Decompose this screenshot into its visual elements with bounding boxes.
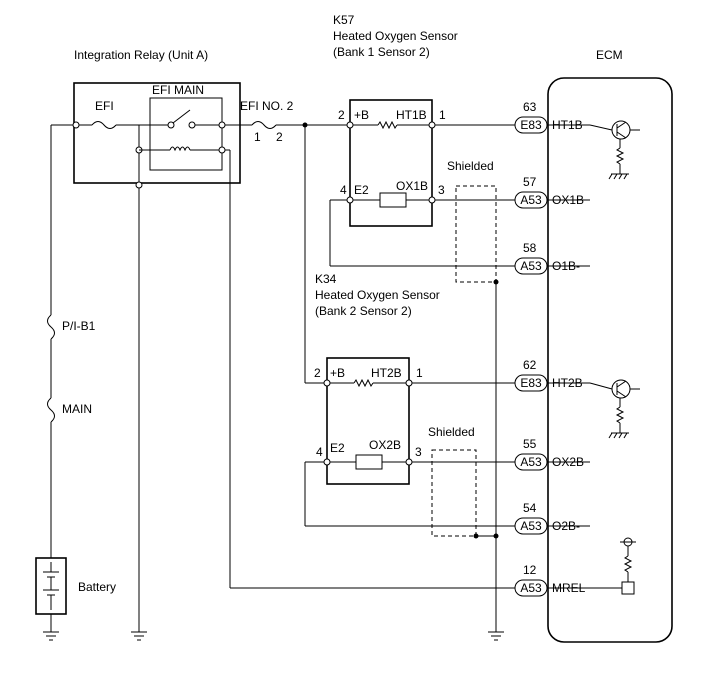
ecm-connector-code: E83 — [520, 376, 542, 390]
sensor1-element — [379, 192, 407, 208]
k34-sub: (Bank 2 Sensor 2) — [315, 304, 412, 318]
efi-label: EFI — [95, 99, 114, 113]
battery-icon — [43, 562, 59, 610]
ecm-terminal-pin: 63 — [523, 100, 537, 114]
sensor2-element — [355, 454, 383, 470]
relay-coil — [169, 146, 191, 152]
sensor1-pin-ht: 1 — [439, 108, 446, 122]
ecm-title: ECM — [596, 48, 623, 62]
sensor2-signal-label: OX2B — [369, 438, 401, 452]
sensor1-heater-resistor — [377, 120, 398, 130]
ground-icon — [43, 631, 59, 641]
ecm-terminal-name: O2B- — [552, 519, 580, 533]
ecm-connector-code: A53 — [520, 581, 542, 595]
sensor2-heater-resistor — [353, 378, 374, 388]
ecm-terminal-name: OX2B — [552, 455, 584, 469]
efi-no2-fuse — [251, 121, 277, 129]
ecm-terminal-name: HT2B — [552, 376, 583, 390]
ecm-connector-badge — [514, 453, 548, 471]
ecm-connector-code: A53 — [520, 519, 542, 533]
k57-name: Heated Oxygen Sensor — [333, 29, 458, 43]
pib1-fuse — [47, 314, 55, 340]
efi-main-label: EFI MAIN — [152, 83, 204, 97]
ground-icon — [488, 631, 504, 641]
ecm-connector-badge — [514, 579, 548, 597]
ecm-terminal-name: OX1B — [552, 193, 584, 207]
transistor-icon — [589, 120, 640, 180]
battery-label: Battery — [78, 580, 116, 594]
ecm-connector-badge — [514, 257, 548, 275]
ecm-connector-code: E83 — [520, 118, 542, 132]
sensor2-pin-ox: 3 — [415, 445, 422, 459]
ecm-connector-code: A53 — [520, 259, 542, 273]
efi-fuse — [91, 121, 117, 129]
sensor1-box — [349, 99, 433, 227]
ecm-connector-code: A53 — [520, 455, 542, 469]
ecm-terminal-pin: 12 — [523, 563, 537, 577]
shielded-1-label: Shielded — [447, 159, 494, 173]
sensor2-box — [326, 357, 410, 485]
transistor-icon — [589, 379, 640, 439]
sensor1-b-label: +B — [354, 108, 369, 122]
main-fuse — [47, 397, 55, 423]
sensor2-b-label: +B — [330, 366, 345, 380]
sensor1-pin-ox: 3 — [438, 183, 445, 197]
sensor1-pin-e2: 4 — [340, 183, 347, 197]
efi-no2-label: EFI NO. 2 — [240, 99, 294, 113]
ground-icon — [131, 631, 147, 641]
ecm-connector-badge — [514, 191, 548, 209]
pib1-fuse-label: P/I-B1 — [62, 319, 96, 333]
relay-title: Integration Relay (Unit A) — [74, 48, 208, 62]
mrel-circuit-icon — [590, 537, 636, 595]
efi-no2-pin2: 2 — [276, 130, 283, 144]
shielded-2-label: Shielded — [428, 425, 475, 439]
ecm-connector-badge — [514, 116, 548, 134]
sensor2-pin-e2: 4 — [316, 445, 323, 459]
k57-code: K57 — [333, 13, 355, 27]
ecm-terminal-pin: 57 — [523, 175, 537, 189]
ecm-terminal-name: MREL — [552, 581, 586, 595]
ecm-connector-code: A53 — [520, 193, 542, 207]
sensor1-pin-b: 2 — [338, 108, 345, 122]
shield-1 — [455, 185, 497, 283]
shield-2 — [431, 449, 477, 537]
sensor2-pin-b: 2 — [314, 366, 321, 380]
integration-relay-box — [73, 82, 241, 184]
ecm-connector-badge — [514, 517, 548, 535]
efi-main-relay-box — [149, 97, 223, 171]
ecm-terminal-pin: 54 — [523, 501, 537, 515]
sensor2-pin-ht: 1 — [416, 366, 423, 380]
relay-switch-blade — [172, 109, 191, 124]
main-fuse-label: MAIN — [62, 402, 92, 416]
ecm-terminal-pin: 62 — [523, 358, 537, 372]
k34-code: K34 — [315, 272, 337, 286]
ecm-terminal-pin: 58 — [523, 241, 537, 255]
ecm-terminal-name: O1B- — [552, 259, 580, 273]
ecm-terminal-pin: 55 — [523, 437, 537, 451]
ecm-box — [547, 77, 673, 643]
sensor1-e2-label: E2 — [354, 183, 369, 197]
sensor2-e2-label: E2 — [330, 441, 345, 455]
k34-name: Heated Oxygen Sensor — [315, 288, 440, 302]
sensor2-heater-label: HT2B — [371, 366, 402, 380]
sensor1-signal-label: OX1B — [396, 179, 428, 193]
ecm-terminal-name: HT1B — [552, 118, 583, 132]
k57-sub: (Bank 1 Sensor 2) — [333, 45, 430, 59]
ecm-connector-badge — [514, 374, 548, 392]
sensor1-heater-label: HT1B — [396, 108, 427, 122]
efi-no2-pin1: 1 — [254, 130, 261, 144]
